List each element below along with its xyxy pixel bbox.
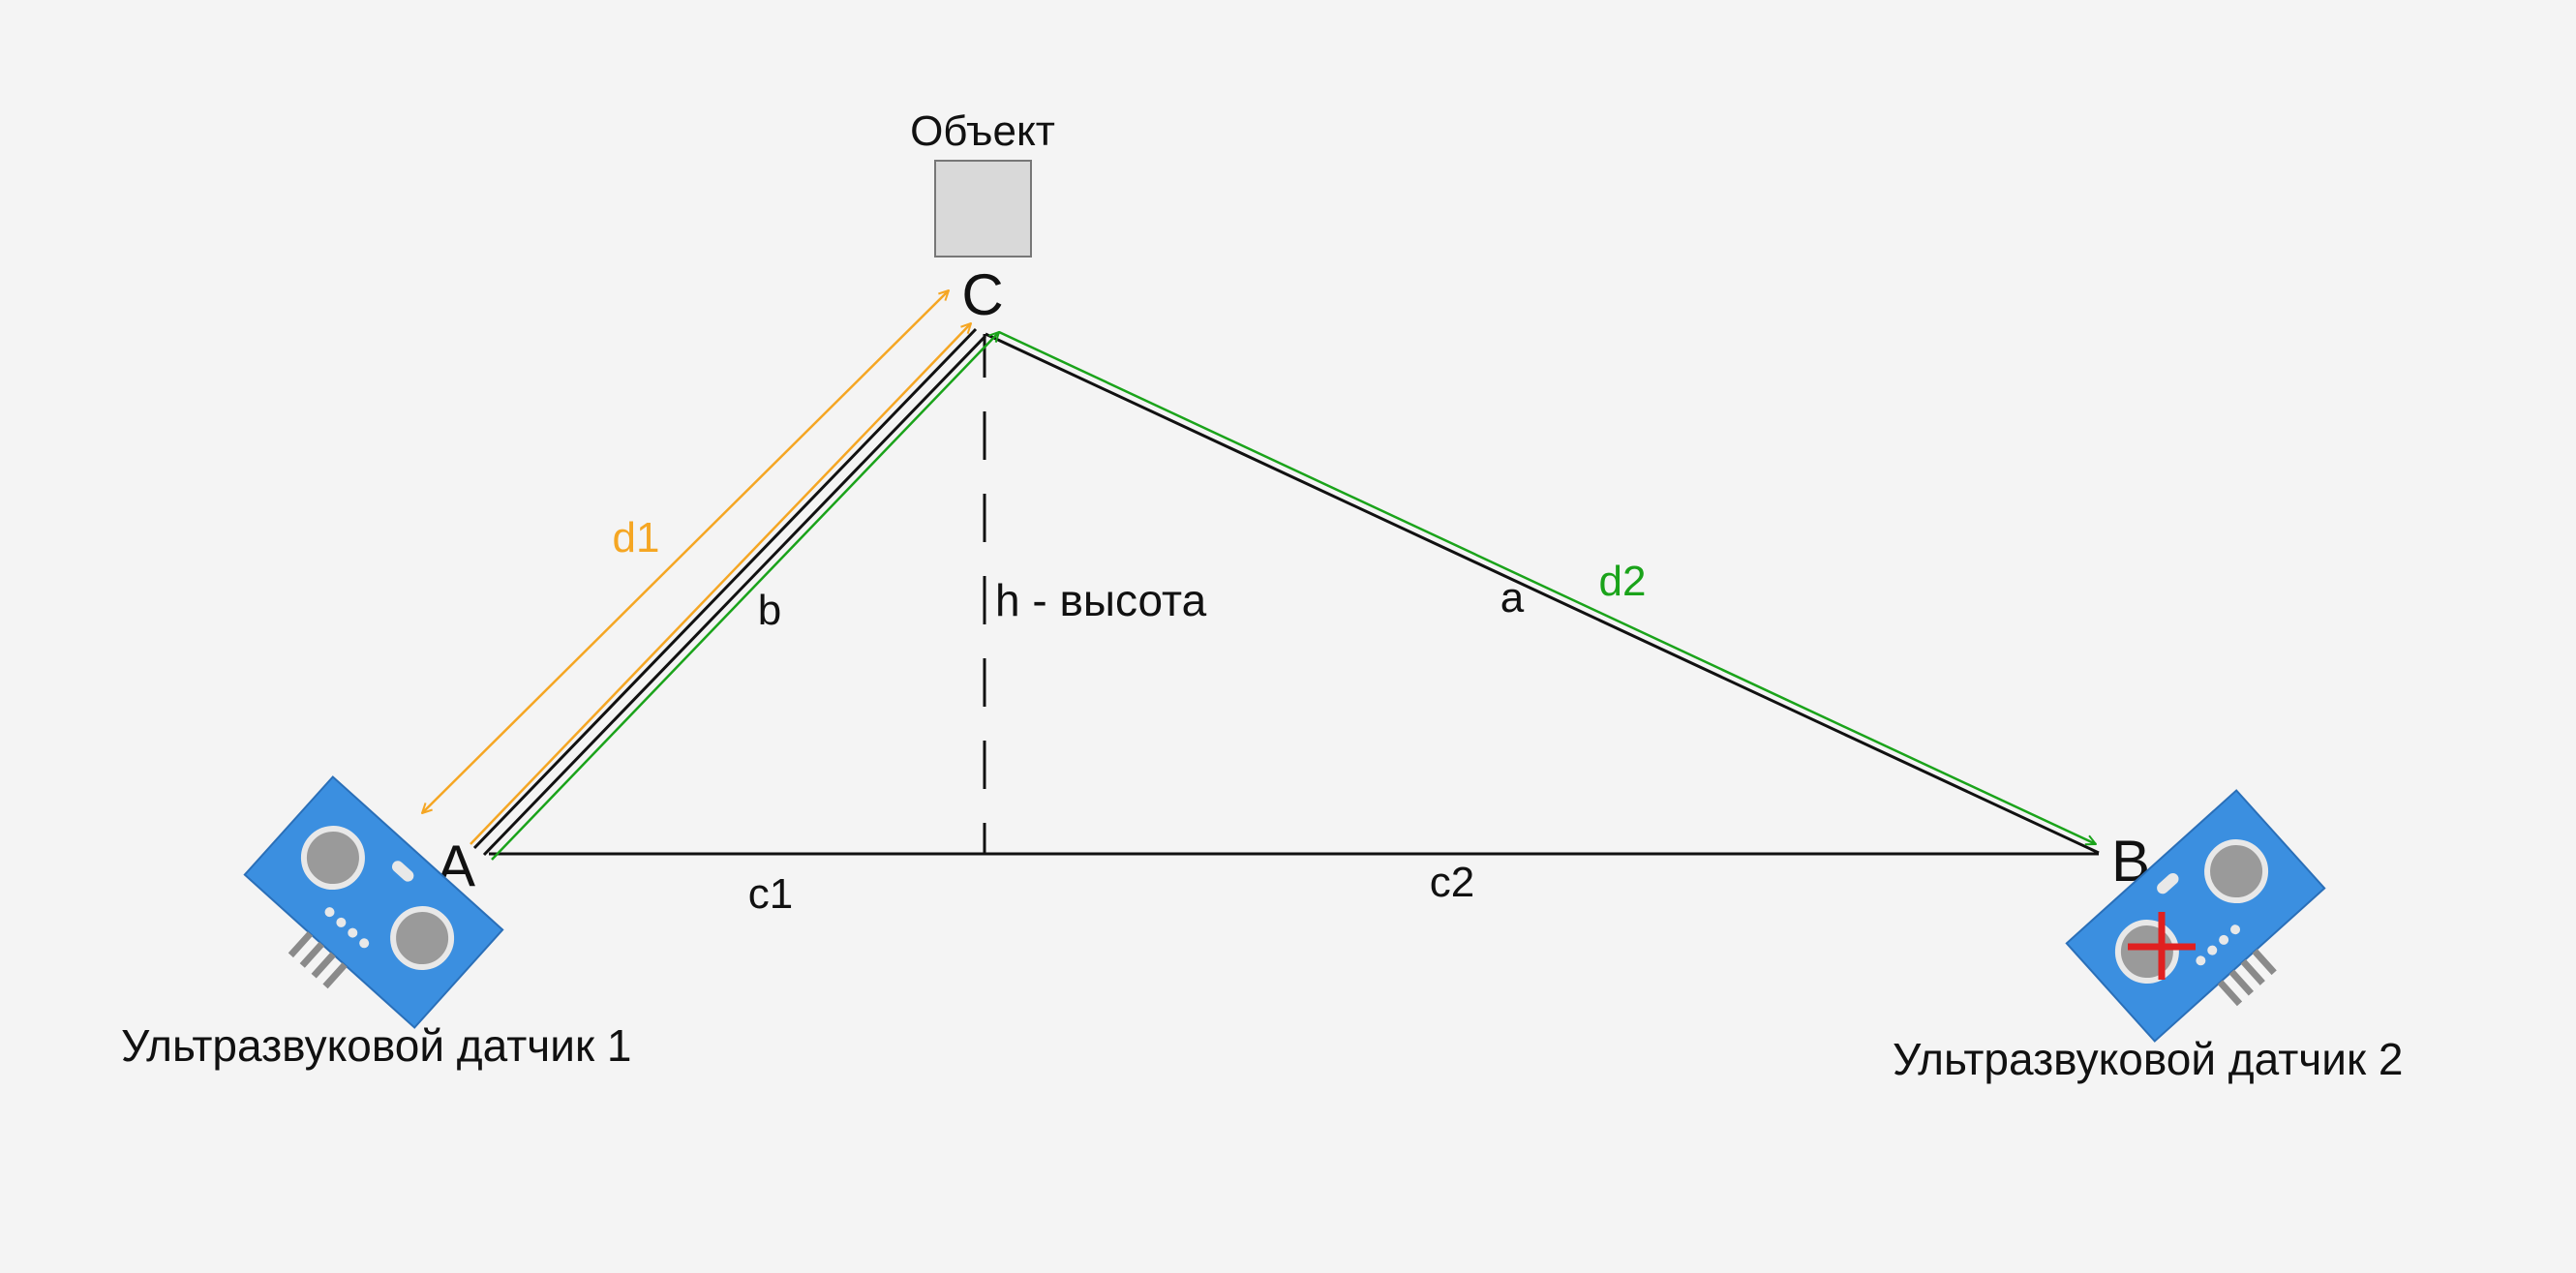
side-a <box>985 332 2100 855</box>
pin-header-icon <box>288 931 348 989</box>
ultrasonic-sensor-1 <box>243 775 504 1029</box>
ultrasonic-sensor-2 <box>2065 789 2326 1043</box>
d2-path <box>491 332 2096 861</box>
sensor-2-label: Ультразвуковой датчик 2 <box>1893 1034 2403 1084</box>
d1-inner-arrow <box>470 323 971 845</box>
side-a-label: a <box>1500 574 1525 621</box>
object-box <box>934 160 1032 258</box>
pin-header-icon <box>2217 949 2277 1007</box>
d1-label: d1 <box>613 514 660 561</box>
side-b-label: b <box>758 587 781 634</box>
transducer-icon <box>390 906 455 971</box>
side-b-inner <box>482 334 987 857</box>
vertex-c-label: C <box>961 262 1003 327</box>
transducer-icon <box>300 826 365 891</box>
sensor-1-label: Ультразвуковой датчик 1 <box>121 1020 631 1071</box>
d1-outer-arrow <box>422 290 949 813</box>
transducer-icon <box>2204 839 2269 904</box>
crosshair-icon <box>2128 912 2196 980</box>
height-label: h - высота <box>995 575 1207 625</box>
side-b-outer <box>472 327 978 850</box>
object-label: Объект <box>910 107 1055 155</box>
side-c1-label: c1 <box>748 870 793 918</box>
d2-label: d2 <box>1599 558 1647 605</box>
triangle <box>472 327 2100 857</box>
side-c2-label: c2 <box>1430 859 1474 906</box>
